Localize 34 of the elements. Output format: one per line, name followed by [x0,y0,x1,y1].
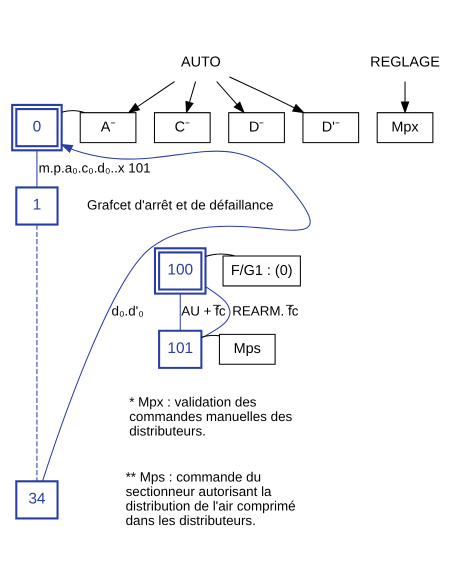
connector [201,334,220,338]
connector [36,150,38,188]
node-box: 34 [15,480,59,520]
arrow [185,81,196,114]
arrow [216,81,245,114]
node-box: 101 [158,330,202,369]
arrow [400,82,410,114]
edge-label: REARM. f̅c [232,304,298,319]
arrow [229,76,305,114]
label: * Mpx : validation des commandes manuelles des distributeurs. [129,394,292,438]
connector [201,286,230,338]
node-box: D'⁻ [302,112,360,144]
label: Grafcet d'arrêt et de défaillance [87,198,274,213]
node-box: 100 [154,247,207,295]
node-box: 1 [15,186,59,226]
arrow [42,144,310,482]
node-text: AUTO [180,54,221,70]
node-box: Mps [218,334,276,365]
connector [180,294,181,330]
edge-label: m.p.a₀.c₀.d₀..x 101 [38,160,151,176]
edge-label: d₀.d'₀ [112,304,144,319]
node-box: 0 [11,104,63,152]
connector [206,253,236,257]
edge-label: AU + f̅c [181,304,226,319]
node-text: REGLAGE [370,54,440,70]
node-box: C⁻ [154,112,211,144]
label: ** Mps : commande du sectionneur autorisant la distribution de l'air comprimé dans les distributeurs. [126,470,296,528]
node-box: Mpx [376,112,434,144]
connector [62,110,85,114]
node-box: F/G1 : (0) [222,256,301,286]
node-box: A⁻ [80,112,136,144]
connector [36,224,38,482]
node-box: D⁻ [228,112,285,144]
arrow [128,81,175,114]
